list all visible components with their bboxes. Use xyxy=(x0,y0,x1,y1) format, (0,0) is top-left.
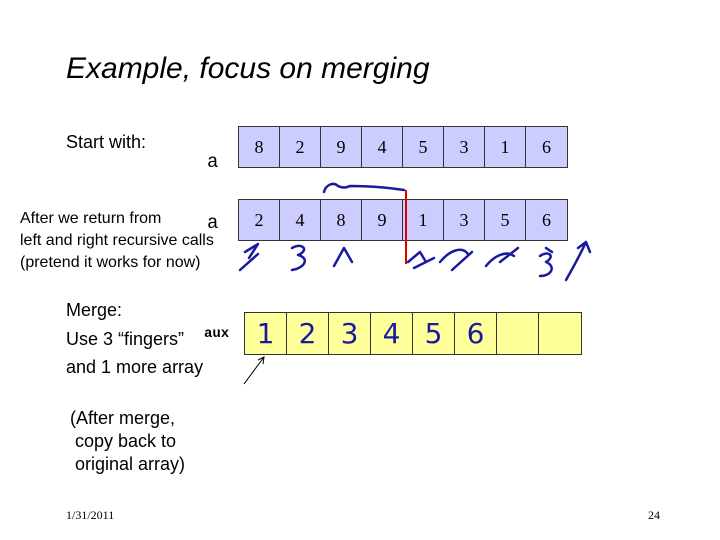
page-number: 24 xyxy=(648,508,660,522)
array-cell: 3 xyxy=(444,200,485,240)
after-merge-line: (After merge, xyxy=(70,408,176,428)
fingers-label: Use 3 “fingers” xyxy=(66,329,185,349)
array-cell: 1 xyxy=(403,200,444,240)
array-cell: 9 xyxy=(362,200,403,240)
after-merge-line: original array) xyxy=(75,454,186,474)
array-cell: 6 xyxy=(526,200,567,240)
finger-scribble xyxy=(484,246,520,268)
array-cell: 8 xyxy=(321,200,362,240)
array-cell: 4 xyxy=(280,200,321,240)
after-text: After we return from left and right recu… xyxy=(20,208,214,274)
after-text-line: (pretend it works for now) xyxy=(20,254,201,271)
array-a-label-2: a xyxy=(207,212,219,234)
pointer-arrow xyxy=(243,356,265,385)
aux-cell xyxy=(497,313,539,354)
merge-label: Merge: xyxy=(66,300,123,320)
array-cell: 5 xyxy=(403,127,444,167)
aux-cell: 1 xyxy=(245,313,287,354)
array-cell: 2 xyxy=(239,200,280,240)
after-text-line: left and right recursive calls xyxy=(20,232,214,249)
aux-label: aux xyxy=(204,326,230,342)
finger-scribble xyxy=(238,242,260,272)
array-cell: 3 xyxy=(444,127,485,167)
array-cell: 1 xyxy=(485,127,526,167)
footer-date: 1/31/2011 xyxy=(66,508,115,522)
finger-scribble xyxy=(406,250,436,270)
aux-cell: 2 xyxy=(287,313,329,354)
array-cell: 2 xyxy=(280,127,321,167)
aux-array: 1 2 3 4 5 6 xyxy=(244,312,582,355)
finger-scribble xyxy=(290,244,307,272)
array-cell: 8 xyxy=(239,127,280,167)
finger-scribble xyxy=(564,240,592,282)
slide-title: Example, focus on merging xyxy=(66,52,430,85)
bracket-mark xyxy=(322,182,406,194)
pointer-arrowhead xyxy=(257,356,265,365)
array-a-label: a xyxy=(207,151,219,173)
array-cell: 4 xyxy=(362,127,403,167)
after-merge-note: (After merge, copy back to original arra… xyxy=(70,407,185,476)
start-array: 8 2 9 4 5 3 1 6 xyxy=(238,126,568,168)
finger-scribble xyxy=(332,246,354,268)
aux-cell xyxy=(539,313,581,354)
array-cell: 6 xyxy=(526,127,567,167)
start-with-label: Start with: xyxy=(66,132,147,152)
aux-cell: 5 xyxy=(413,313,455,354)
after-text-line: After we return from xyxy=(20,210,162,227)
aux-cell: 6 xyxy=(455,313,497,354)
finger-scribble xyxy=(538,246,554,278)
array-cell: 5 xyxy=(485,200,526,240)
after-merge-line: copy back to xyxy=(75,431,177,451)
more-array-label: and 1 more array xyxy=(66,357,204,377)
aux-cell: 4 xyxy=(371,313,413,354)
finger-scribble xyxy=(438,248,474,272)
aux-cell: 3 xyxy=(329,313,371,354)
after-recursion-array: 2 4 8 9 1 3 5 6 xyxy=(238,199,568,241)
array-cell: 9 xyxy=(321,127,362,167)
